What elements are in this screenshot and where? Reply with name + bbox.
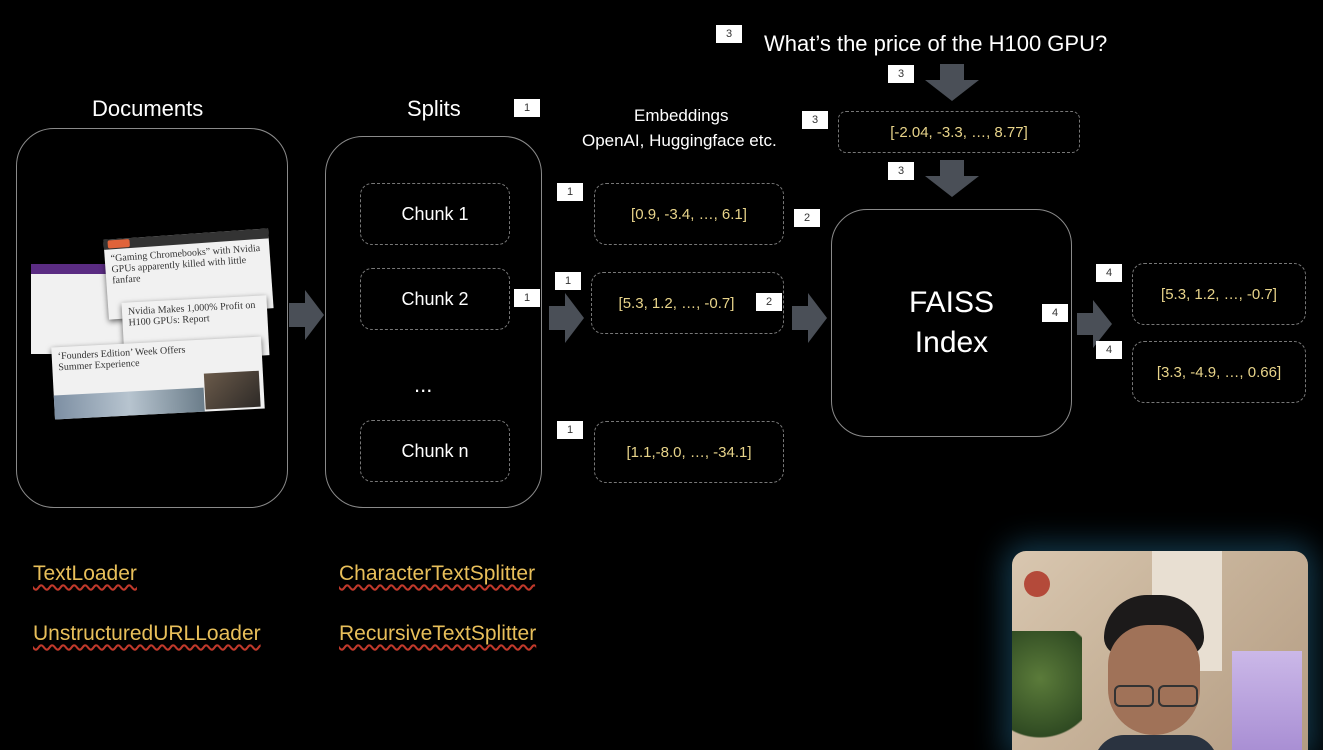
arrow-faiss-to-results (1077, 300, 1112, 348)
step-tag-query-vector: 3 (802, 111, 828, 129)
arrow-question-to-vector (925, 64, 979, 101)
embedding-vector-1: [0.9, -3.4, …, 6.1] (594, 183, 784, 245)
clipping-headline-2: Nvidia Makes 1,000% Profit on H100 GPUs:… (127, 299, 256, 329)
embedding-vector-1-text: [0.9, -3.4, …, 6.1] (631, 205, 747, 223)
faiss-label: FAISS (908, 286, 995, 319)
chunk-1-label: Chunk 1 (401, 203, 469, 224)
chunk-2: Chunk 2 (360, 268, 510, 330)
shelf (1232, 651, 1302, 750)
query-vector: [-2.04, -3.3, …, 8.77] (838, 111, 1080, 153)
person (1094, 595, 1218, 750)
step-tag-splits: 1 (514, 99, 540, 117)
step-tag-faiss-in1: 2 (794, 209, 820, 227)
documents-title: Documents (92, 96, 204, 121)
step-tag-result1: 4 (1096, 264, 1122, 282)
plant (1012, 631, 1082, 750)
step-tag-emb2: 1 (555, 272, 581, 290)
document-clippings: “Gaming Chromebooks” with Nvidia GPUs ap… (31, 224, 281, 424)
unstructuredurlloader-link[interactable]: UnstructuredURLLoader (33, 622, 261, 645)
result-vector-1: [5.3, 1.2, …, -0.7] (1132, 263, 1306, 325)
chunk-1: Chunk 1 (360, 183, 510, 245)
index-label: Index (914, 326, 989, 359)
charactertextsplitter-link[interactable]: CharacterTextSplitter (339, 562, 536, 585)
embeddings-title: Embeddings (634, 106, 729, 125)
result-vector-2-text: [3.3, -4.9, …, 0.66] (1156, 363, 1282, 381)
recursivetextsplitter-link[interactable]: RecursiveTextSplitter (339, 622, 537, 645)
step-tag-faiss-out: 4 (1042, 304, 1068, 322)
step-tag-question: 3 (716, 25, 742, 43)
query-vector-text: [-2.04, -3.3, …, 8.77] (890, 123, 1028, 141)
result-vector-2: [3.3, -4.9, …, 0.66] (1132, 341, 1306, 403)
step-tag-query-arrow2: 3 (888, 162, 914, 180)
textloader-link[interactable]: TextLoader (33, 562, 137, 585)
document-clipping-bottom: ‘Founders Edition’ Week Offers Summer Ex… (51, 336, 265, 420)
chunk-2-label: Chunk 2 (401, 288, 469, 309)
chunk-n: Chunk n (360, 420, 510, 482)
splits-panel (325, 136, 542, 508)
arrow-documents-to-splits (289, 290, 324, 340)
embedding-vector-2: [5.3, 1.2, …, -0.7] (591, 272, 784, 334)
step-tag-split-arrow: 1 (514, 289, 540, 307)
embedding-vector-3: [1.1,-8.0, …, -34.1] (594, 421, 784, 483)
embedding-vector-3-text: [1.1,-8.0, …, -34.1] (626, 443, 752, 461)
webcam-video (1012, 551, 1308, 750)
faiss-index-box: FAISS Index (831, 209, 1072, 437)
result-vector-1-text: [5.3, 1.2, …, -0.7] (1161, 285, 1277, 303)
step-tag-result2: 4 (1096, 341, 1122, 359)
arrow-embeddings-to-faiss (792, 293, 827, 343)
chunk-n-label: Chunk n (401, 440, 469, 461)
arrow-splits-to-embeddings (549, 293, 584, 343)
splits-title: Splits (407, 96, 461, 121)
chunk-ellipsis: ... (414, 372, 433, 397)
documents-panel: “Gaming Chromebooks” with Nvidia GPUs ap… (16, 128, 288, 508)
step-tag-emb3: 1 (557, 421, 583, 439)
step-tag-query-arrow1: 3 (888, 65, 914, 83)
question-text: What’s the price of the H100 GPU? (764, 31, 1108, 56)
arrow-vector-to-faiss (925, 160, 979, 197)
embeddings-subtitle: OpenAI, Huggingface etc. (582, 131, 777, 150)
embedding-vector-2-text: [5.3, 1.2, …, -0.7] (618, 294, 735, 312)
step-tag-faiss-in2: 2 (756, 293, 782, 311)
step-tag-emb1: 1 (557, 183, 583, 201)
wall-decoration-icon (1024, 571, 1050, 597)
